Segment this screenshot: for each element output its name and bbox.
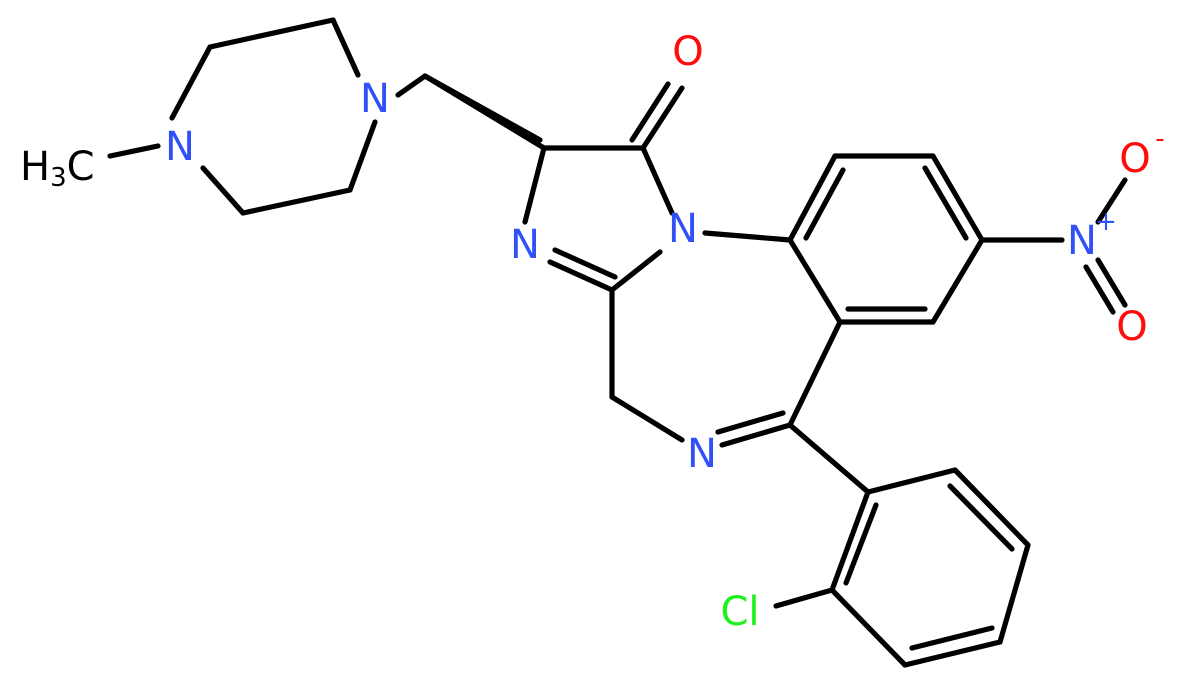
- bond-ph-5: [829, 587, 908, 668]
- bond-n-o-top: [1095, 177, 1128, 225]
- bond-exo-2: [422, 73, 543, 143]
- atom-n-nitro: N: [1067, 218, 1097, 264]
- atom-o-nitro-top: O: [1119, 136, 1150, 182]
- bonds: [107, 17, 1128, 668]
- atom-cl: Cl: [720, 589, 759, 635]
- bond-ph-4b: [909, 625, 995, 651]
- bond-c6-ph: [787, 422, 871, 495]
- bond-n-c6-a: [719, 422, 793, 448]
- bond-pip-2: [330, 17, 361, 78]
- bond-ph-3: [997, 542, 1031, 645]
- bond-pip-5: [200, 165, 246, 216]
- bond-c1-o-a: [640, 85, 685, 151]
- atom-n-imidazole: N: [510, 222, 540, 268]
- bond-c1-o-b: [629, 81, 671, 143]
- bond-pip-3: [347, 119, 378, 193]
- bond-ph-4: [902, 639, 1003, 668]
- bond-n3-c3a-b: [552, 247, 618, 280]
- atom-h3c-h: H: [20, 144, 50, 190]
- atom-o-nitro-top-charge: -: [1155, 124, 1164, 154]
- atom-n-fused: N: [668, 206, 698, 252]
- bond-benz-2: [930, 237, 985, 325]
- bond-benz-3: [930, 153, 985, 243]
- bond-n10-c10a: [702, 230, 793, 243]
- bond-c-cl: [773, 587, 835, 609]
- atom-n-methyl: N: [165, 124, 195, 170]
- atom-o-nitro-bottom: O: [1116, 304, 1147, 350]
- bond-n-ch: [395, 73, 428, 98]
- bond-ph-6: [829, 489, 871, 593]
- bond-benz-5: [787, 153, 838, 243]
- atom-n-pip: N: [360, 76, 390, 122]
- bond-c1-n10: [640, 145, 675, 216]
- bond-ph-2b: [947, 483, 1015, 552]
- atom-n-diazepine: N: [687, 431, 717, 477]
- atom-h3c-c: C: [67, 144, 95, 190]
- bond-ph-2: [952, 467, 1031, 548]
- bond-benz-1: [787, 237, 843, 325]
- bond-c3a-n10: [609, 249, 663, 293]
- bond-n3-c3a-a: [547, 259, 615, 293]
- bond-n-o-bot-a: [1095, 257, 1128, 308]
- atom-n-nitro-charge: +: [1095, 207, 1117, 237]
- bond-ph-6b: [843, 502, 879, 586]
- atom-h3c-sub: 3: [50, 163, 67, 193]
- bond-methyl: [107, 143, 161, 159]
- atom-labels: N N H3C O N N N N + O - O Cl: [20, 29, 1165, 635]
- bond-ch2-n: [609, 394, 685, 443]
- bond-benz-5b: [803, 167, 846, 241]
- bond-ph-1: [865, 467, 958, 495]
- bond-n-c6-b: [715, 410, 786, 435]
- bond-c2-n3: [522, 145, 547, 225]
- bond-pip-4: [240, 187, 353, 216]
- bond-benz-3b: [922, 165, 969, 241]
- bond-pip-6: [169, 44, 213, 121]
- atom-h3c: H3C: [20, 144, 95, 193]
- bond-pip-1: [207, 17, 336, 50]
- atom-o-carbonyl: O: [672, 29, 703, 75]
- bond-n-o-bot-b: [1083, 264, 1116, 315]
- bond-c6-c6a: [787, 319, 843, 428]
